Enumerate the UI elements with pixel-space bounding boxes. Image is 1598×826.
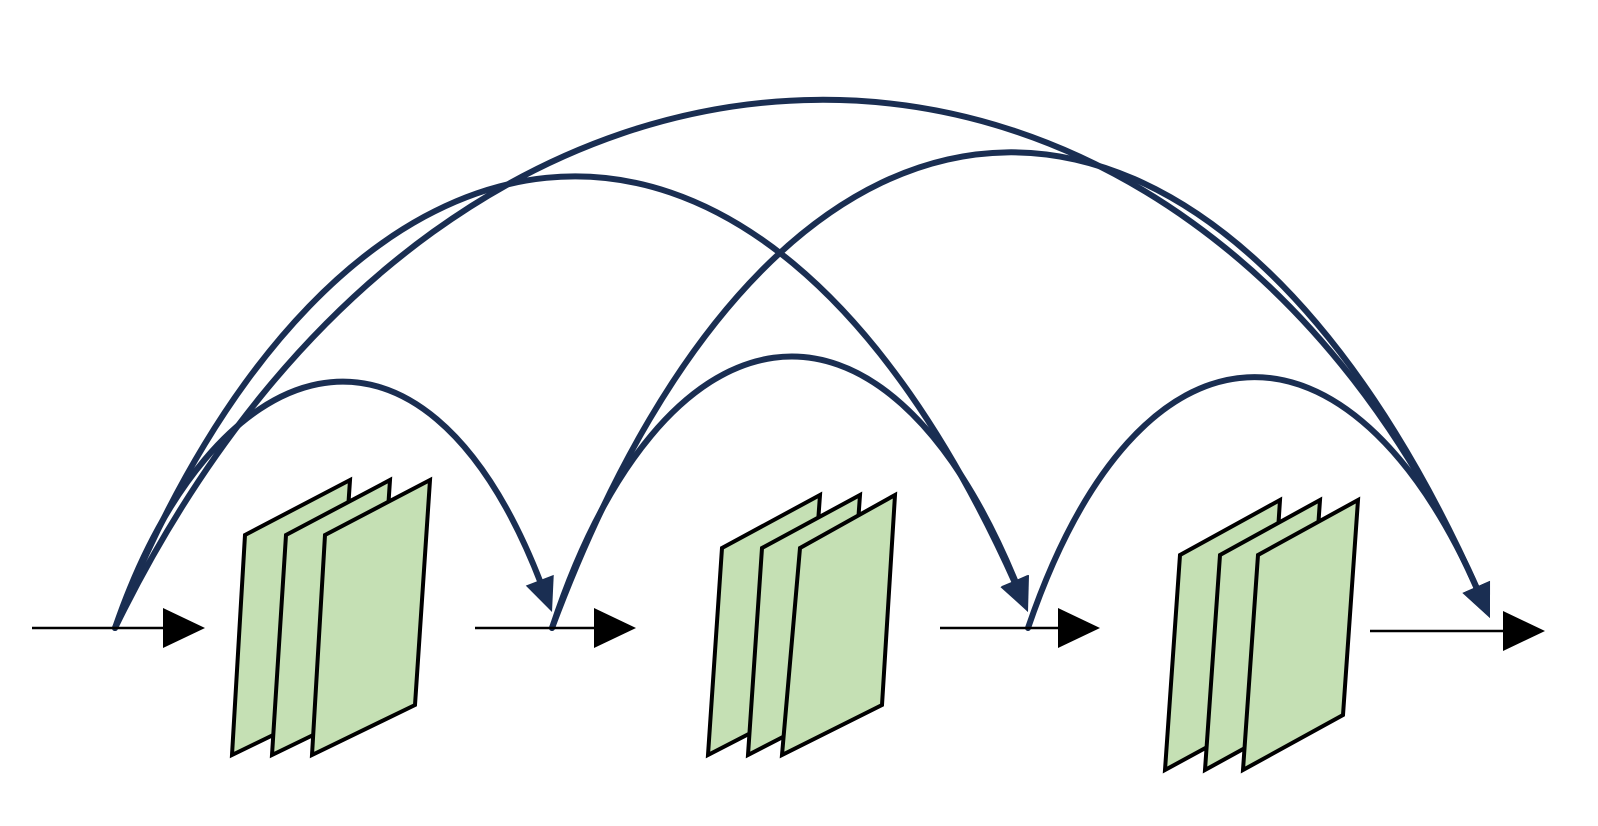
skip-arrowhead <box>1462 580 1491 618</box>
skip-arc <box>549 149 1481 631</box>
flow-arrowhead <box>1503 611 1545 651</box>
block-1 <box>229 476 433 759</box>
flow-arrowhead <box>594 608 636 648</box>
flow-arrow-p2 <box>940 608 1100 648</box>
block-2 <box>705 491 898 759</box>
flow-arrow-p1 <box>475 608 636 648</box>
skip-arrowhead <box>525 574 554 612</box>
skip-arc <box>1025 374 1481 631</box>
layer-blocks <box>229 476 1361 774</box>
skip-connections <box>112 96 1491 631</box>
flow-arrowhead <box>163 608 205 648</box>
flow-arrow-p0 <box>32 608 205 648</box>
flow-arrowhead <box>1058 608 1100 648</box>
feature-map-layer <box>1240 496 1361 774</box>
feature-map-layer <box>309 476 433 759</box>
skip-connection-p2-p3 <box>1025 374 1491 631</box>
skip-arc <box>112 173 1019 631</box>
feature-map-layer <box>779 491 898 759</box>
flow-arrow-p3 <box>1370 611 1545 651</box>
skip-arc <box>112 96 1481 631</box>
skip-arrowhead <box>1001 574 1030 612</box>
block-3 <box>1162 496 1361 774</box>
main-flow <box>32 608 1545 651</box>
